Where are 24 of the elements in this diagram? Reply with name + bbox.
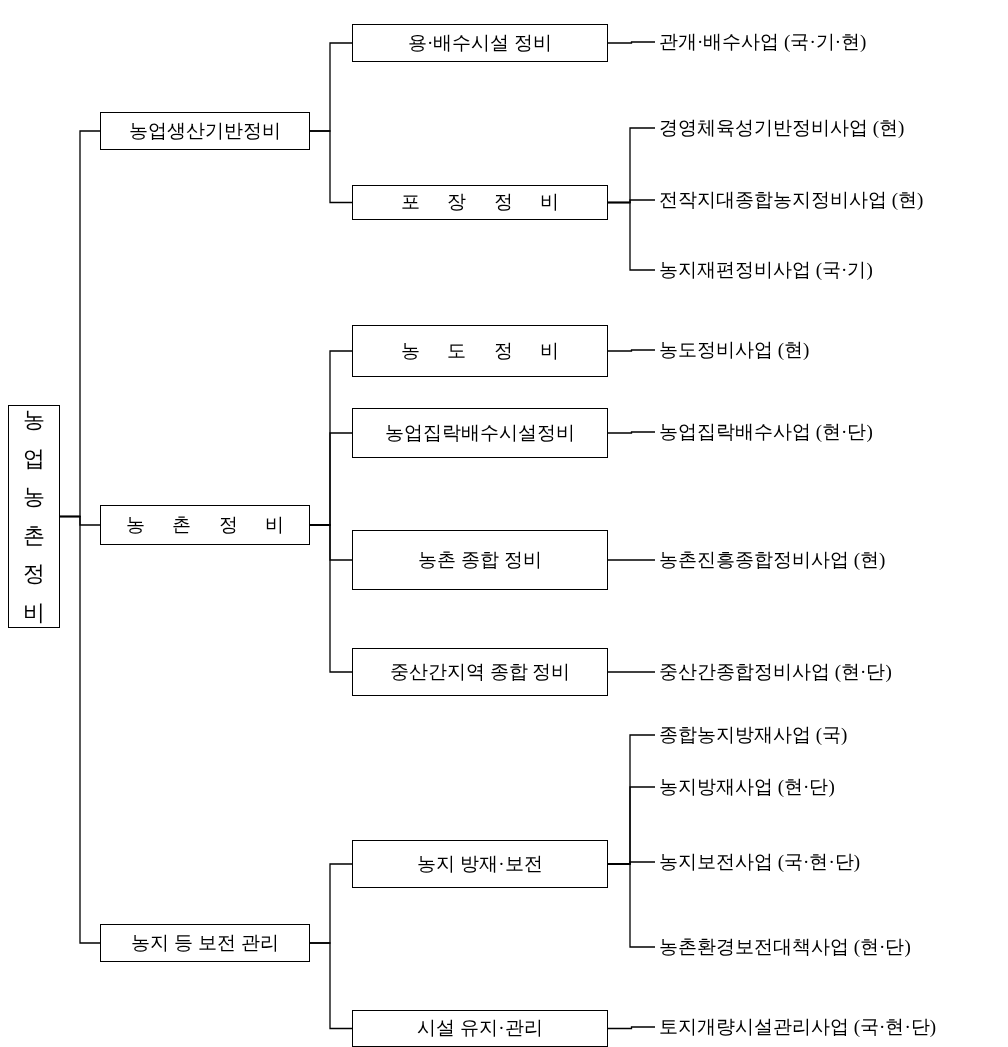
category-box: 용·배수시설 정비	[352, 24, 608, 62]
connector-line	[59, 515, 101, 944]
root-box: 농업농촌정비	[8, 405, 60, 628]
connector-line	[309, 942, 353, 1030]
connector-line	[607, 201, 656, 271]
connector-line	[309, 130, 353, 204]
connector-line	[309, 524, 353, 673]
connector-line	[607, 431, 656, 434]
category-box: 농 촌 정 비	[100, 505, 310, 545]
connector-line	[607, 349, 656, 352]
category-box: 농지 방재·보전	[352, 840, 608, 888]
category-box: 시설 유지·관리	[352, 1010, 608, 1047]
connector-line	[607, 863, 656, 948]
connector-line	[607, 559, 656, 561]
category-box: 농업집락배수시설정비	[352, 408, 608, 458]
category-box: 농 도 정 비	[352, 325, 608, 377]
category-box: 포 장 정 비	[352, 185, 608, 220]
connector-line	[607, 41, 656, 44]
category-box: 농지 등 보전 관리	[100, 924, 310, 962]
connector-line	[607, 671, 656, 673]
category-box: 농업생산기반정비	[100, 112, 310, 150]
connector-line	[607, 1026, 656, 1030]
category-box: 중산간지역 종합 정비	[352, 648, 608, 696]
category-box: 농촌 종합 정비	[352, 530, 608, 590]
